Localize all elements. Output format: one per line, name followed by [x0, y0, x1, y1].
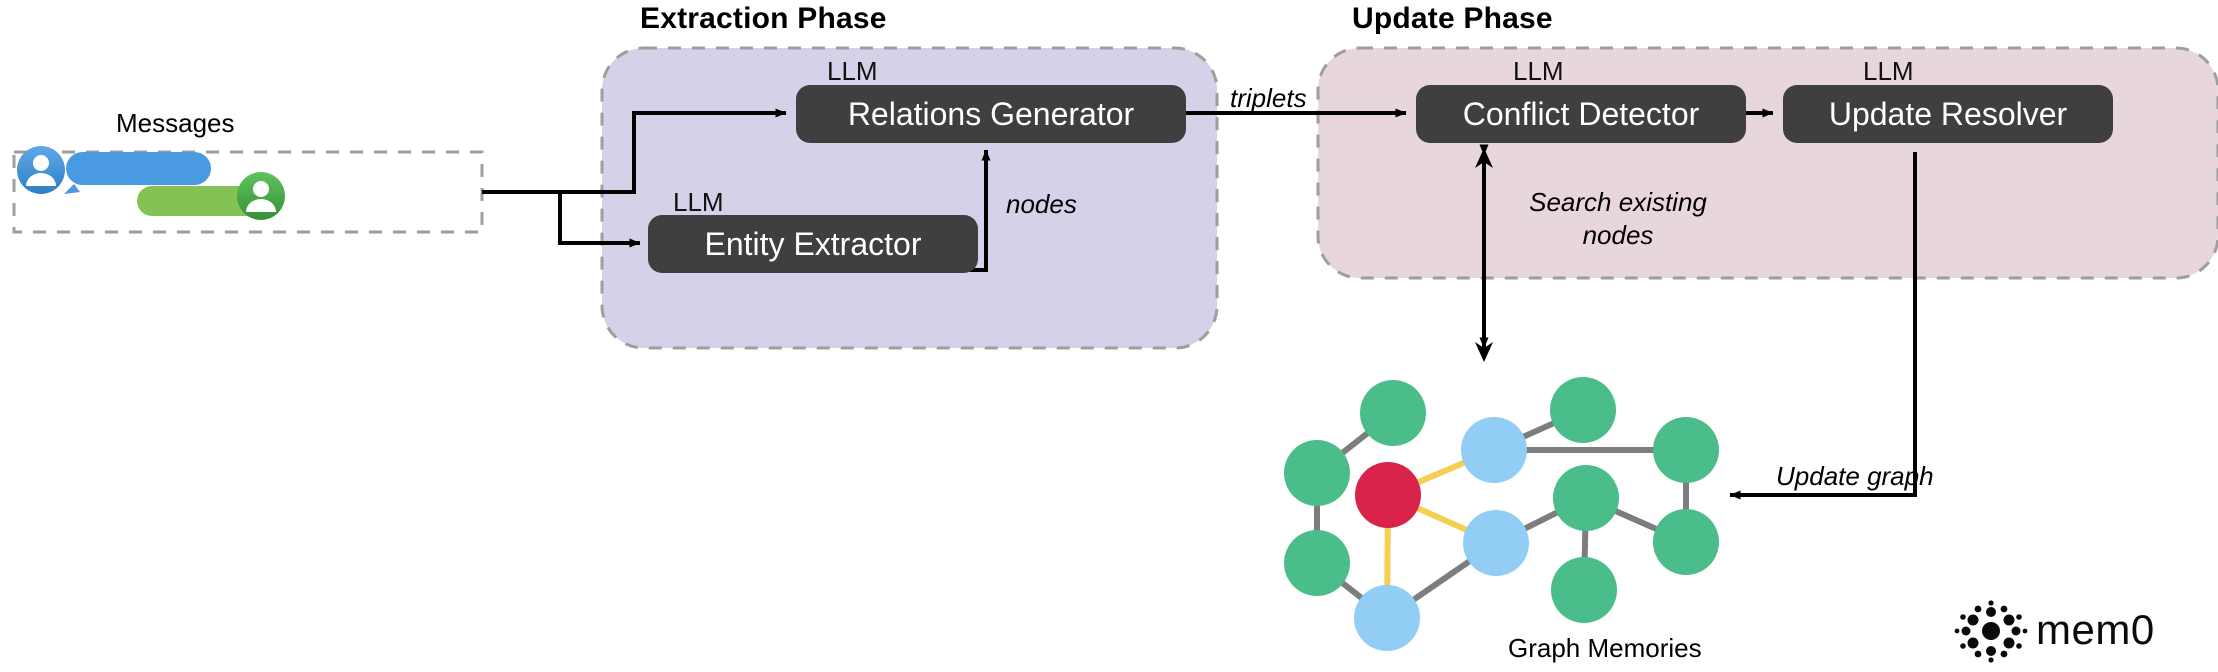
arrow-messages-to-entity — [558, 192, 641, 248]
graph-node-green — [1551, 557, 1617, 623]
graph-node-green — [1284, 440, 1350, 506]
graph-node-blue — [1463, 510, 1529, 576]
arrowhead-down-search — [1475, 342, 1493, 362]
search-existing-line1: Search existing — [1529, 187, 1707, 217]
messages-caption: Messages — [116, 108, 235, 138]
edge-label-search-existing-nodes: Search existing nodes — [1508, 186, 1728, 251]
user-avatar-blue-icon — [17, 146, 65, 194]
update-resolver-box[interactable]: Update Resolver — [1783, 85, 2113, 143]
update-phase-title: Update Phase — [1352, 2, 1553, 35]
edge-label-update-graph: Update graph — [1776, 461, 1934, 491]
edge-label-nodes: nodes — [1006, 189, 1077, 219]
graph-node-green — [1284, 530, 1350, 596]
graph-node-blue — [1461, 417, 1527, 483]
entity-extractor-box[interactable]: Entity Extractor — [648, 215, 978, 273]
llm-label-update-resolver: LLM — [1863, 56, 1914, 86]
user-avatar-green-icon — [237, 172, 285, 220]
graph-node-green — [1553, 465, 1619, 531]
mem0-dots-icon — [1954, 600, 2028, 663]
mem0-wordmark: mem0 — [2036, 606, 2155, 653]
llm-label-conflict-detector: LLM — [1513, 56, 1564, 86]
arrowhead-up-search — [1475, 148, 1493, 168]
mem0-logo: mem0 — [2036, 606, 2155, 654]
graph-node-green — [1550, 377, 1616, 443]
graph-node-green — [1653, 509, 1719, 575]
conflict-detector-box[interactable]: Conflict Detector — [1416, 85, 1746, 143]
search-existing-line2: nodes — [1582, 219, 1654, 250]
arrow-update-graph — [1729, 152, 1917, 500]
update-phase-panel — [1316, 46, 2218, 280]
edge-label-triplets: triplets — [1230, 83, 1307, 113]
llm-label-entity-extractor: LLM — [673, 187, 724, 217]
message-bubble-blue — [64, 152, 211, 194]
graph-node-red — [1355, 462, 1421, 528]
graph-node-green — [1653, 417, 1719, 483]
graph-node-green — [1360, 380, 1426, 446]
graph-node-blue — [1354, 585, 1420, 651]
graph-nodes — [1284, 377, 1719, 651]
extraction-phase-title: Extraction Phase — [640, 2, 887, 35]
llm-label-relations-generator: LLM — [827, 56, 878, 86]
relations-generator-box[interactable]: Relations Generator — [796, 85, 1186, 143]
graph-memories-caption: Graph Memories — [1508, 633, 1702, 663]
